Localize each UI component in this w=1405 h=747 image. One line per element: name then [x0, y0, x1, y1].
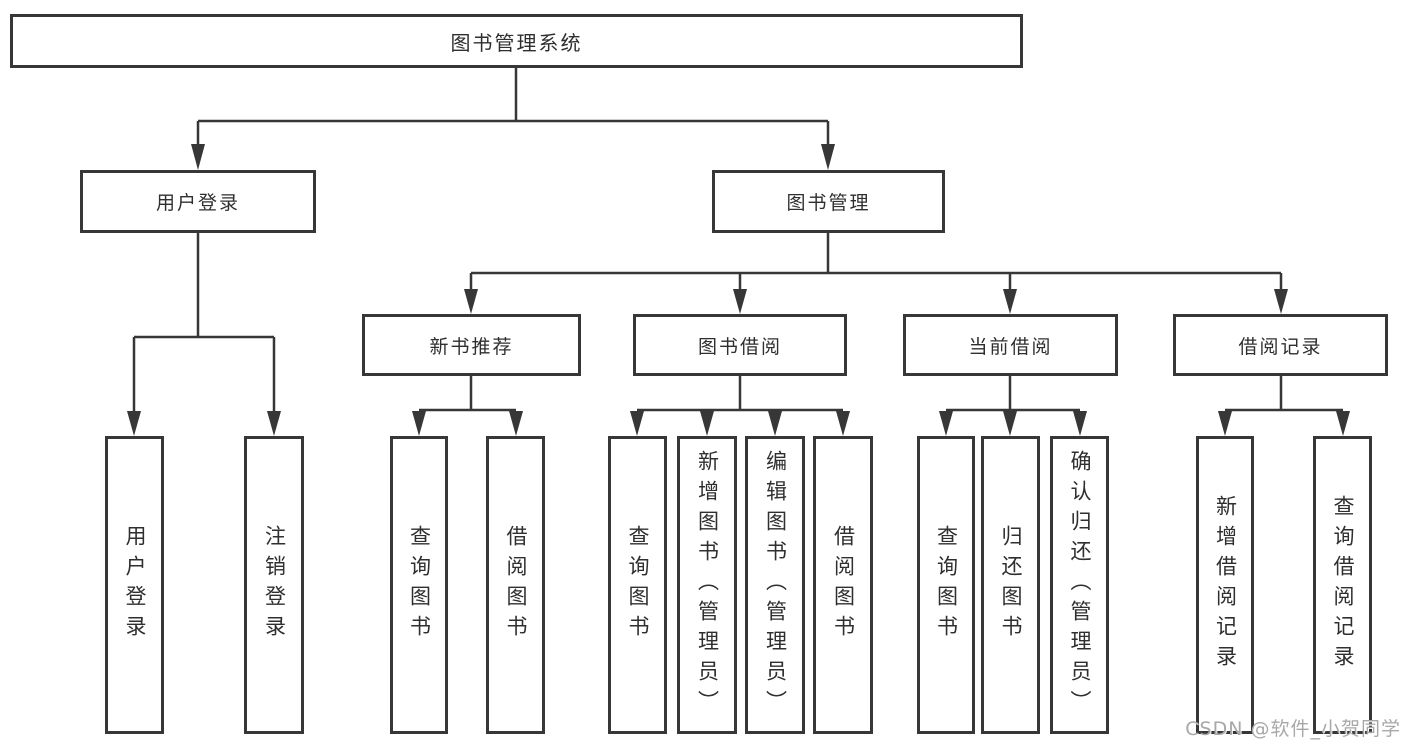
node-leaf-logout: 注销登录 [244, 436, 304, 734]
node-new-book-recommend: 新书推荐 [362, 314, 581, 376]
node-book-management: 图书管理 [712, 170, 945, 233]
node-leaf-query-books-recommend: 查询图书 [390, 436, 448, 734]
node-leaf-return-books: 归还图书 [981, 436, 1040, 734]
node-current-borrow: 当前借阅 [903, 314, 1118, 376]
node-leaf-borrow-books: 借阅图书 [813, 436, 873, 734]
node-leaf-query-borrow-record: 查询借阅记录 [1313, 436, 1372, 734]
node-leaf-add-books-admin: 新增图书（管理员） [677, 436, 737, 734]
node-book-borrow: 图书借阅 [633, 314, 847, 376]
node-leaf-edit-books-admin: 编辑图书（管理员） [745, 436, 805, 734]
node-borrow-records: 借阅记录 [1173, 314, 1388, 376]
node-leaf-confirm-return-admin: 确认归还（管理员） [1050, 436, 1109, 734]
node-leaf-add-borrow-record: 新增借阅记录 [1196, 436, 1254, 734]
arrowhead-icons [127, 144, 1350, 436]
csdn-watermark: CSDN @软件_小贺同学 [1185, 718, 1401, 740]
node-library-system-root: 图书管理系统 [10, 14, 1023, 68]
node-leaf-query-books-borrow: 查询图书 [608, 436, 667, 734]
node-user-login: 用户登录 [80, 170, 316, 233]
node-leaf-user-login: 用户登录 [105, 436, 164, 734]
node-leaf-borrow-books-recommend: 借阅图书 [486, 436, 545, 734]
node-leaf-query-books-current: 查询图书 [917, 436, 975, 734]
